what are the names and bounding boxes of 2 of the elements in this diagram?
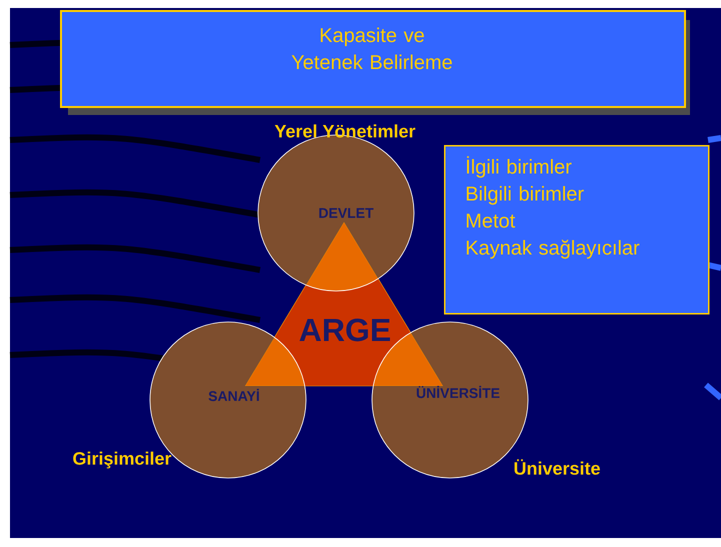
title-box: Kapasite ve Yetenek Belirleme (60, 10, 690, 115)
list-box: İlgili birimler Bilgili birimler Metot Kaynak sağlayıcılar (444, 145, 710, 314)
